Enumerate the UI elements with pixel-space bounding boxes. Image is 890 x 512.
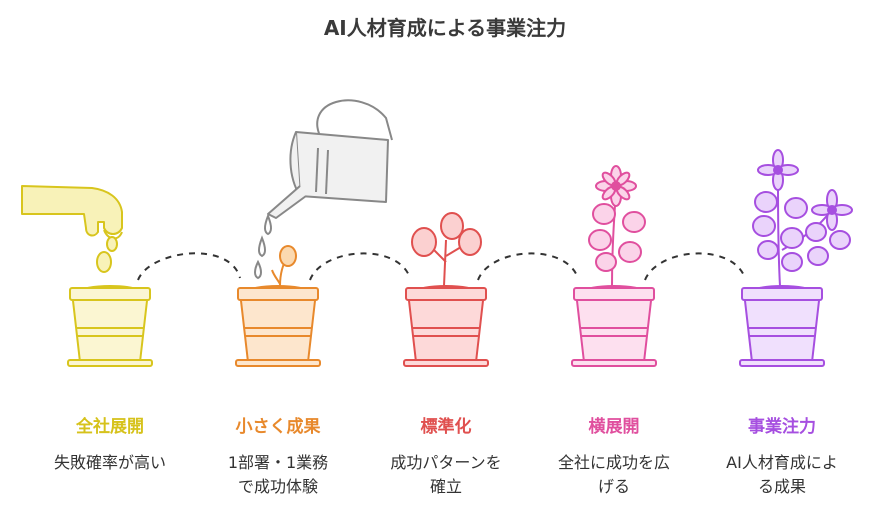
- stage-2: 小さく成果 1部署・1業務 で成功体験: [193, 412, 363, 499]
- stage-3: 標準化 成功パターンを 確立: [361, 412, 531, 499]
- connector-arc-2: [309, 252, 411, 281]
- stage-4: 横展開 全社に成功を広 げる: [529, 412, 699, 499]
- stage-5: 事業注力 AI人材育成によ る成果: [697, 412, 867, 499]
- connector-arc-4: [644, 252, 746, 281]
- water-drops-icon: [254, 213, 272, 280]
- stage-description: 失敗確率が高い: [25, 451, 195, 475]
- stage-description-line: る成果: [757, 477, 806, 496]
- flowering-plant-icon: [588, 165, 646, 287]
- stage-title: 小さく成果: [235, 417, 321, 437]
- pot-stage-5-icon: [739, 285, 825, 367]
- pot-stage-3-icon: [403, 285, 489, 367]
- hand-with-seeds-icon: [21, 185, 123, 273]
- watering-can-icon: [267, 99, 393, 219]
- stage-description-line: 1部署・1業務: [227, 453, 329, 472]
- stage-title: 標準化: [420, 417, 472, 437]
- stage-description: 1部署・1業務 で成功体験: [193, 451, 363, 499]
- stage-description: AI人材育成によ る成果: [697, 451, 867, 499]
- stage-description-line: げる: [597, 477, 630, 496]
- full-grown-plant-icon: [752, 149, 853, 287]
- stage-description-line: で成功体験: [237, 477, 318, 496]
- stage-description-line: 成功パターンを: [390, 453, 502, 472]
- pot-stage-4-icon: [571, 285, 657, 367]
- connector-arc-3: [477, 252, 579, 281]
- flower-bloom-icon: [811, 189, 853, 231]
- stage-description-line: 全社に成功を広: [557, 453, 670, 472]
- stage-title: 全社展開: [76, 417, 144, 437]
- young-plant-icon: [411, 212, 482, 287]
- connector-arc-1: [137, 252, 241, 281]
- stage-title: 横展開: [588, 417, 640, 437]
- stage-description-line: 確立: [429, 477, 462, 496]
- stage-description-line: AI人材育成によ: [726, 453, 838, 472]
- flower-bloom-icon: [757, 149, 799, 191]
- pot-stage-1-icon: [67, 285, 153, 367]
- sprout-icon: [271, 245, 297, 287]
- flower-bloom-icon: [595, 165, 637, 207]
- stage-description-line: 失敗確率が高い: [53, 453, 166, 472]
- stage-description: 成功パターンを 確立: [361, 451, 531, 499]
- stage-1: 全社展開 失敗確率が高い: [25, 412, 195, 475]
- pot-stage-2-icon: [235, 285, 321, 367]
- stage-title: 事業注力: [748, 417, 816, 437]
- diagram-title: AI人材育成による事業注力: [323, 16, 567, 40]
- stage-description: 全社に成功を広 げる: [529, 451, 699, 499]
